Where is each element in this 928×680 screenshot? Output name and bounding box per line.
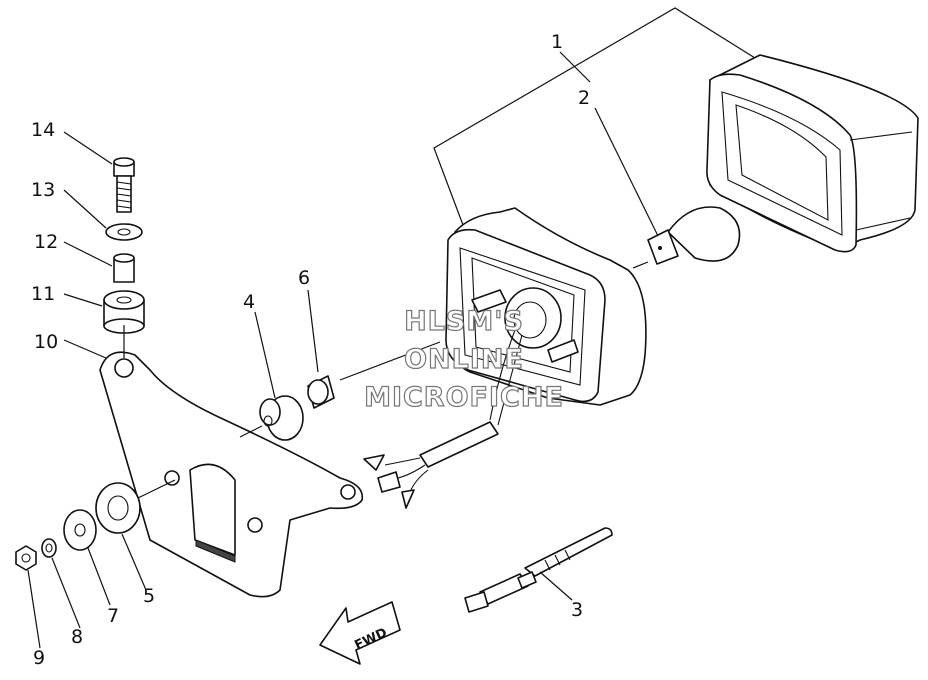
callout-4: 4	[243, 291, 255, 313]
callout-7: 7	[107, 605, 119, 627]
taillight-housing	[445, 207, 647, 426]
wire-harness	[363, 421, 499, 509]
callout-3: 3	[571, 599, 583, 621]
lock-washer-8	[41, 538, 57, 558]
callout-5: 5	[143, 585, 155, 607]
callout-14: 14	[31, 119, 55, 141]
callout-2: 2	[578, 87, 590, 109]
watermark: HLSM'S ONLINE MICROFICHE	[363, 305, 564, 413]
cable-tie	[524, 527, 613, 577]
grommet-4	[259, 395, 304, 441]
connector	[464, 571, 537, 613]
callout-leaders	[27, 51, 659, 649]
callout-11: 11	[31, 283, 55, 305]
callout-12: 12	[34, 231, 58, 253]
collar-12	[113, 253, 135, 283]
bolt	[113, 157, 135, 213]
callout-1: 1	[551, 31, 563, 53]
nut-9	[15, 545, 37, 571]
callout-10: 10	[34, 331, 58, 353]
grommet-5	[95, 482, 141, 534]
callout-8: 8	[71, 626, 83, 648]
callout-labels: 1 2 3 4 5 6 7 8 9 10 11 12 13 14	[31, 31, 590, 669]
assembly-lines	[123, 7, 756, 499]
watermark-line-3: MICROFICHE	[364, 382, 564, 413]
fwd-arrow: FWD	[319, 601, 401, 665]
callout-6: 6	[298, 267, 310, 289]
collar-6	[307, 375, 335, 409]
washer-13	[105, 223, 143, 241]
washer-7	[63, 509, 97, 551]
bulb	[647, 206, 741, 265]
callout-13: 13	[31, 179, 55, 201]
mounting-bracket	[99, 351, 364, 598]
taillight-lens	[706, 54, 919, 253]
watermark-line-2: ONLINE	[404, 344, 524, 375]
callout-9: 9	[33, 647, 45, 669]
watermark-line-1: HLSM'S	[404, 306, 524, 337]
